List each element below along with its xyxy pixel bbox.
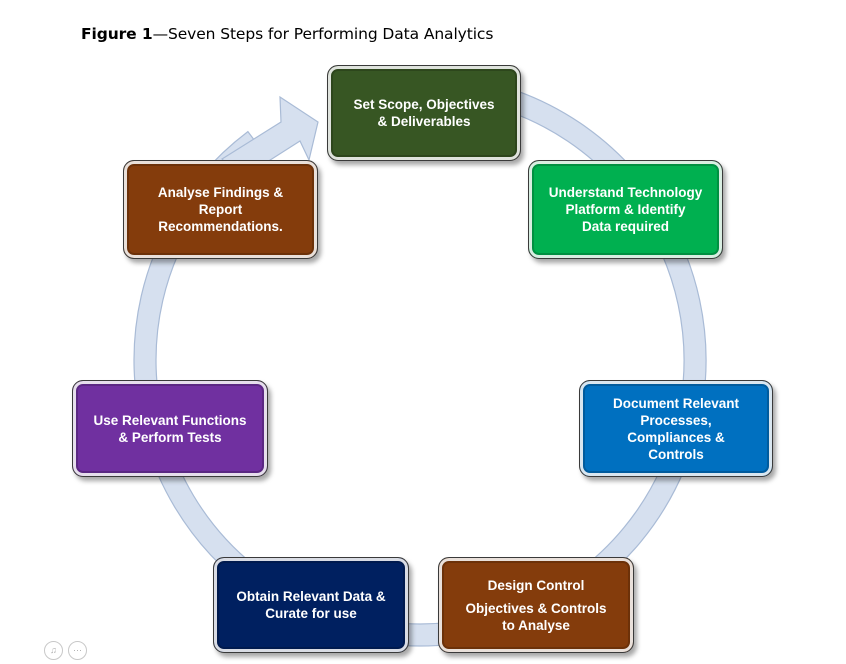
step-analyse-findings: Analyse Findings & Report Recommendation… (123, 160, 318, 259)
step-line: Understand Technology (548, 185, 703, 200)
step-line: Controls (648, 446, 704, 462)
step-line: Obtain Relevant Data & (236, 589, 386, 604)
step-line: Recommendations. (158, 219, 283, 234)
step-line: & Perform Tests (118, 429, 222, 445)
step-line: Compliances & (627, 429, 725, 445)
step-understand-technology: Understand Technology Platform & Identif… (528, 160, 723, 259)
more-icon[interactable]: ⋯ (68, 641, 87, 660)
step-line: Use Relevant Functions (93, 412, 247, 428)
step-line: Set Scope, Objectives (353, 97, 495, 112)
step-use-functions: Use Relevant Functions & Perform Tests (72, 380, 268, 477)
figure-title: —Seven Steps for Performing Data Analyti… (152, 25, 494, 43)
step-line: Curate for use (265, 606, 357, 621)
step-set-scope: Set Scope, Objectives & Deliverables (327, 65, 521, 161)
step-line: Analyse Findings & (157, 185, 284, 200)
step-line: Platform & Identify (565, 202, 686, 217)
figure-label: Figure 1 (81, 25, 153, 43)
audio-icon[interactable]: ♫ (44, 641, 63, 660)
step-line: Processes, (640, 412, 712, 428)
step-line: Design Control (487, 577, 585, 593)
step-line: to Analyse (502, 617, 570, 633)
step-line: Data required (581, 219, 670, 234)
figure-caption: Figure 1—Seven Steps for Performing Data… (81, 25, 493, 43)
step-line: Report (198, 202, 243, 217)
step-document-processes: Document Relevant Processes, Compliances… (579, 380, 773, 477)
step-line: & Deliverables (377, 114, 471, 129)
step-line: Document Relevant (612, 395, 740, 411)
step-obtain-data: Obtain Relevant Data & Curate for use (213, 557, 409, 653)
step-design-control: Design Control Objectives & Controls to … (438, 557, 634, 653)
step-line: Objectives & Controls (465, 600, 607, 616)
